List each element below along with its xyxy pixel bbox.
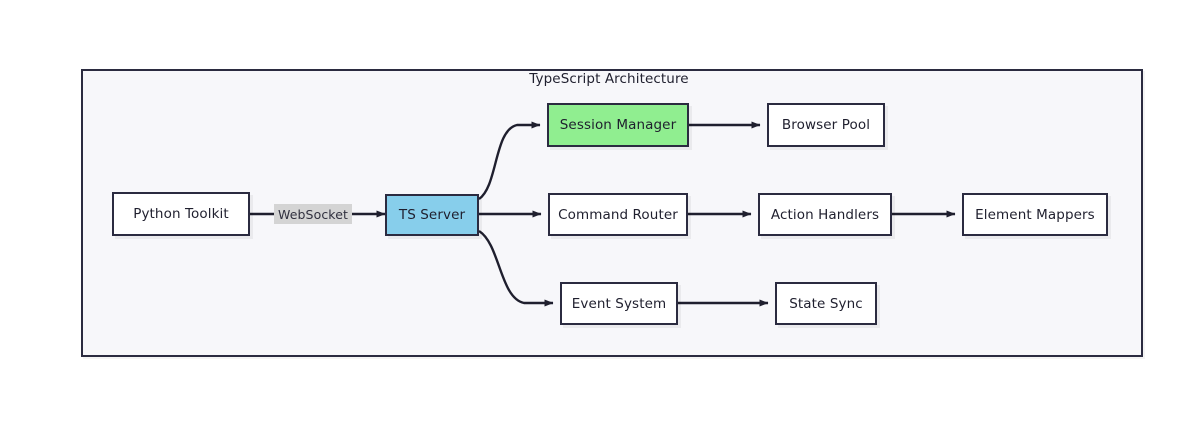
edge-label-websocket: WebSocket [274, 204, 352, 224]
subgraph-title-text: TypeScript Architecture [529, 71, 689, 87]
node-ts-server[interactable]: TS Server [385, 194, 479, 236]
node-action-handlers[interactable]: Action Handlers [758, 193, 892, 236]
node-element-mappers[interactable]: Element Mappers [962, 193, 1108, 236]
node-event-system[interactable]: Event System [560, 282, 678, 325]
node-python-toolkit[interactable]: Python Toolkit [112, 192, 250, 236]
subgraph-title: TypeScript Architecture [0, 71, 1200, 87]
node-state-sync[interactable]: State Sync [775, 282, 877, 325]
node-session-manager[interactable]: Session Manager [547, 103, 689, 147]
node-command-router[interactable]: Command Router [548, 193, 688, 236]
node-browser-pool[interactable]: Browser Pool [767, 103, 885, 147]
